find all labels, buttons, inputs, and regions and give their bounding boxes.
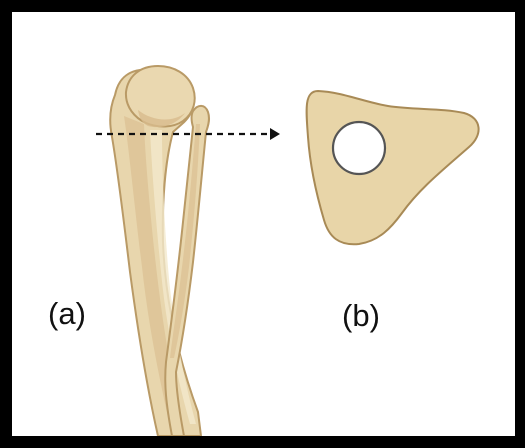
cross-section-outline (307, 91, 479, 244)
bone-illustration (110, 66, 209, 436)
panel-a-label: (a) (48, 298, 86, 329)
bone-cross-section (307, 91, 479, 244)
bone-head (126, 66, 195, 127)
arrow-right-dashed-icon (270, 128, 280, 140)
figure-drawing (12, 12, 517, 436)
panel-b-label: (b) (342, 300, 380, 331)
marrow-cavity (333, 122, 385, 174)
